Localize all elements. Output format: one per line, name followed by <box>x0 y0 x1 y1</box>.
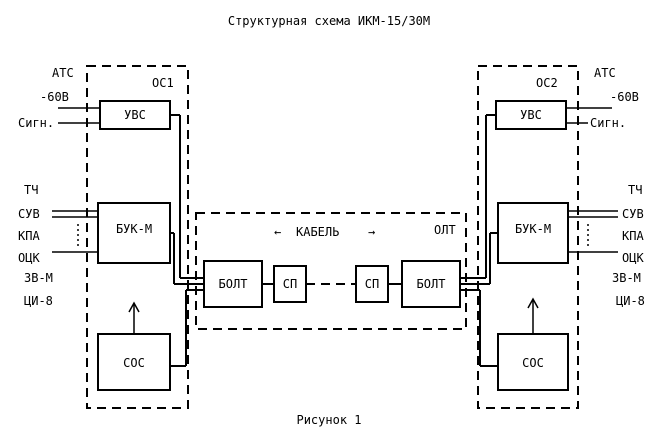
right-buk-label: БУК-М <box>515 222 551 236</box>
left-buk-label: БУК-М <box>116 222 152 236</box>
left-sos-block <box>97 333 171 391</box>
right-input-sign: Сигн. <box>590 116 626 130</box>
cable-arrow-left: ← <box>274 225 281 239</box>
left-bolt-block <box>203 260 263 308</box>
cable-label: КАБЕЛЬ <box>296 225 339 239</box>
right-input-suv: СУВ <box>622 207 644 221</box>
left-input-tch: ТЧ <box>24 183 38 197</box>
right-input-ci8: ЦИ-8 <box>616 294 645 308</box>
right-station-label: АТС <box>594 66 616 80</box>
right-bolt-label: БОЛТ <box>417 277 446 291</box>
left-input-60v: -60В <box>40 90 69 104</box>
right-input-60v: -60В <box>610 90 639 104</box>
right-uvs-label: УВС <box>520 108 542 122</box>
right-terminal-frame <box>477 65 579 409</box>
left-sos-arrow-head <box>128 301 140 313</box>
left-input-kpa: КПА <box>18 229 40 243</box>
left-sp-label: СП <box>283 277 297 291</box>
right-input-zv: ЗВ-М <box>612 271 641 285</box>
left-sos-label: СОС <box>123 356 145 370</box>
right-input-kpa: КПА <box>622 229 644 243</box>
left-sp-block <box>273 265 307 303</box>
left-input-zv: ЗВ-М <box>24 271 53 285</box>
right-sos-arrow-head <box>527 297 539 309</box>
left-terminal-frame <box>86 65 189 409</box>
right-sos-block <box>497 333 569 391</box>
left-input-otsk: ОЦК <box>18 251 40 265</box>
cable-arrow-right: → <box>368 225 375 239</box>
right-terminal-label: ОС2 <box>536 76 558 90</box>
right-sp-block <box>355 265 389 303</box>
diagram-title: Структурная схема ИКМ-15/30М <box>228 14 430 28</box>
left-input-suv: СУВ <box>18 207 40 221</box>
left-terminal-label: ОС1 <box>152 76 174 90</box>
right-input-tch: ТЧ <box>628 183 642 197</box>
left-input-ci8: ЦИ-8 <box>24 294 53 308</box>
line-section-label: ОЛТ <box>434 223 456 237</box>
right-sp-label: СП <box>365 277 379 291</box>
right-uvs-block <box>495 100 567 130</box>
left-bolt-label: БОЛТ <box>219 277 248 291</box>
right-buk-block <box>497 202 569 264</box>
right-input-otsk: ОЦК <box>622 251 644 265</box>
left-station-label: АТС <box>52 66 74 80</box>
figure-caption: Рисунок 1 <box>296 413 361 427</box>
right-sos-label: СОС <box>522 356 544 370</box>
line-section-frame <box>195 212 467 330</box>
left-input-sign: Сигн. <box>18 116 54 130</box>
left-uvs-label: УВС <box>124 108 146 122</box>
